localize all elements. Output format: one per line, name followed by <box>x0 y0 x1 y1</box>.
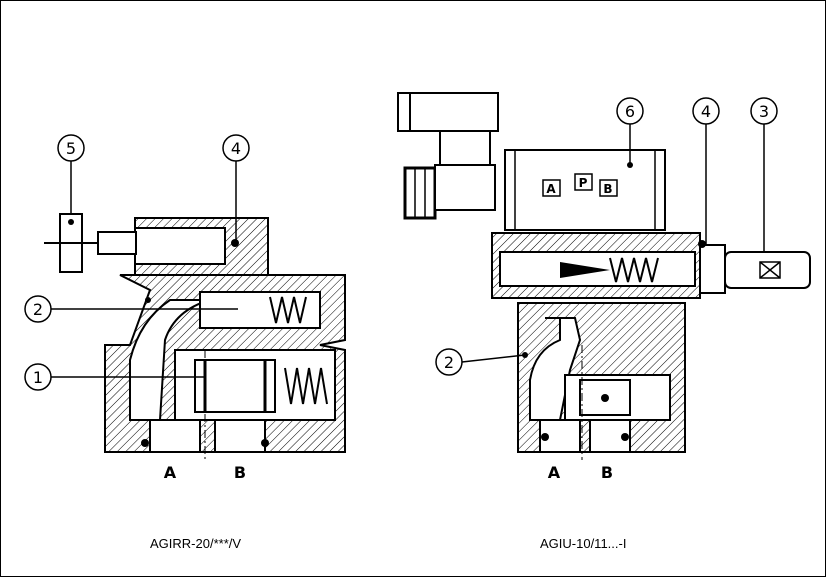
solenoid-labels: A P B <box>546 176 612 196</box>
solenoid-label-p: P <box>579 176 588 190</box>
left-callout-5-label: 5 <box>66 139 76 158</box>
right-callout-2: 2 <box>435 348 526 376</box>
right-port-labels: A B <box>548 463 613 482</box>
left-port-labels: A B <box>164 463 246 482</box>
solenoid-label-b: B <box>603 182 612 196</box>
right-callout-6-label: 6 <box>625 102 635 121</box>
left-callout-2: 2 <box>24 295 238 323</box>
left-callout-2-label: 2 <box>33 300 43 319</box>
left-port-b: B <box>234 463 246 482</box>
right-port-a: A <box>548 463 561 482</box>
right-caption: AGIU-10/11...-I <box>540 536 627 551</box>
left-callout-5: 5 <box>57 134 85 214</box>
left-callout-1-label: 1 <box>33 368 43 387</box>
right-port-b: B <box>601 463 613 482</box>
right-valve <box>397 92 811 460</box>
right-callout-3: 3 <box>750 97 778 252</box>
left-port-a: A <box>164 463 177 482</box>
left-callout-4: 4 <box>222 134 250 240</box>
right-callout-2-label: 2 <box>444 353 454 372</box>
right-callout-4: 4 <box>692 97 720 244</box>
left-valve <box>44 213 346 460</box>
right-callout-3-label: 3 <box>759 102 769 121</box>
right-callout-6: 6 <box>616 97 644 165</box>
solenoid-label-a: A <box>546 182 556 196</box>
left-callout-1: 1 <box>24 363 205 391</box>
right-callout-4-label: 4 <box>701 102 711 121</box>
left-caption: AGIRR-20/***/V <box>150 536 242 551</box>
left-callout-4-label: 4 <box>231 139 241 158</box>
